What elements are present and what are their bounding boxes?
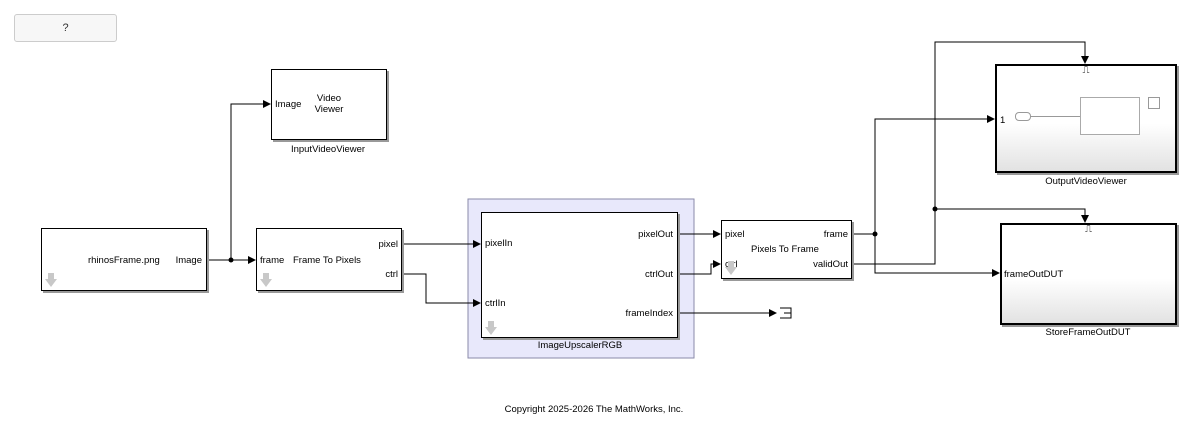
port-label: pixel — [378, 239, 398, 250]
help-button[interactable]: ? — [14, 14, 117, 42]
port-label: Image — [275, 99, 302, 110]
block-name: rhinosFrame.png — [88, 255, 160, 266]
port-label: pixel — [725, 229, 745, 240]
port-label: ctrlOut — [645, 269, 673, 280]
block-caption: InputVideoViewer — [290, 144, 366, 155]
port-label: Image — [175, 255, 202, 266]
block-name: Frame To Pixels — [293, 255, 361, 266]
image-upscaler-block[interactable]: pixelIn ctrlIn pixelOut ctrlOut frameInd… — [481, 212, 678, 338]
block-name: Pixels To Frame — [751, 244, 819, 255]
down-arrow-icon — [485, 321, 497, 335]
frame-to-pixels-block[interactable]: frame Frame To Pixels pixel ctrl — [256, 228, 402, 291]
trigger-icon: ⎍ — [1082, 65, 1090, 76]
down-arrow-icon — [45, 273, 57, 287]
port-label: validOut — [813, 259, 848, 270]
block-caption: StoreFrameOutDUT — [1045, 327, 1131, 338]
down-arrow-icon — [725, 261, 737, 275]
port-label: ctrlIn — [485, 298, 506, 309]
copyright: Copyright 2025-2026 The MathWorks, Inc. — [504, 404, 684, 415]
block-caption: ImageUpscalerRGB — [537, 340, 623, 351]
port-label: 1 — [1000, 115, 1006, 126]
pixels-to-frame-block[interactable]: pixel ctrl Pixels To Frame frame validOu… — [721, 220, 852, 279]
output-video-viewer-block[interactable]: ⎍ 1 — [995, 64, 1177, 173]
input-video-viewer-block[interactable]: Image Video Viewer — [271, 69, 387, 140]
port-label: frame — [823, 229, 848, 240]
port-label: pixelOut — [638, 229, 673, 240]
block-caption: OutputVideoViewer — [1045, 176, 1127, 187]
down-arrow-icon — [260, 273, 272, 287]
port-label: frame — [260, 255, 285, 266]
rhinos-frame-block[interactable]: rhinosFrame.png Image — [41, 228, 207, 291]
trigger-icon: ⎍ — [1085, 224, 1092, 235]
port-label: frameOutDUT — [1004, 269, 1064, 280]
port-label: pixelIn — [485, 238, 513, 249]
block-text: Video Viewer — [314, 93, 344, 115]
port-label: frameIndex — [625, 308, 673, 319]
port-label: ctrl — [385, 269, 398, 280]
store-frame-block[interactable]: ⎍ frameOutDUT — [1000, 223, 1177, 325]
